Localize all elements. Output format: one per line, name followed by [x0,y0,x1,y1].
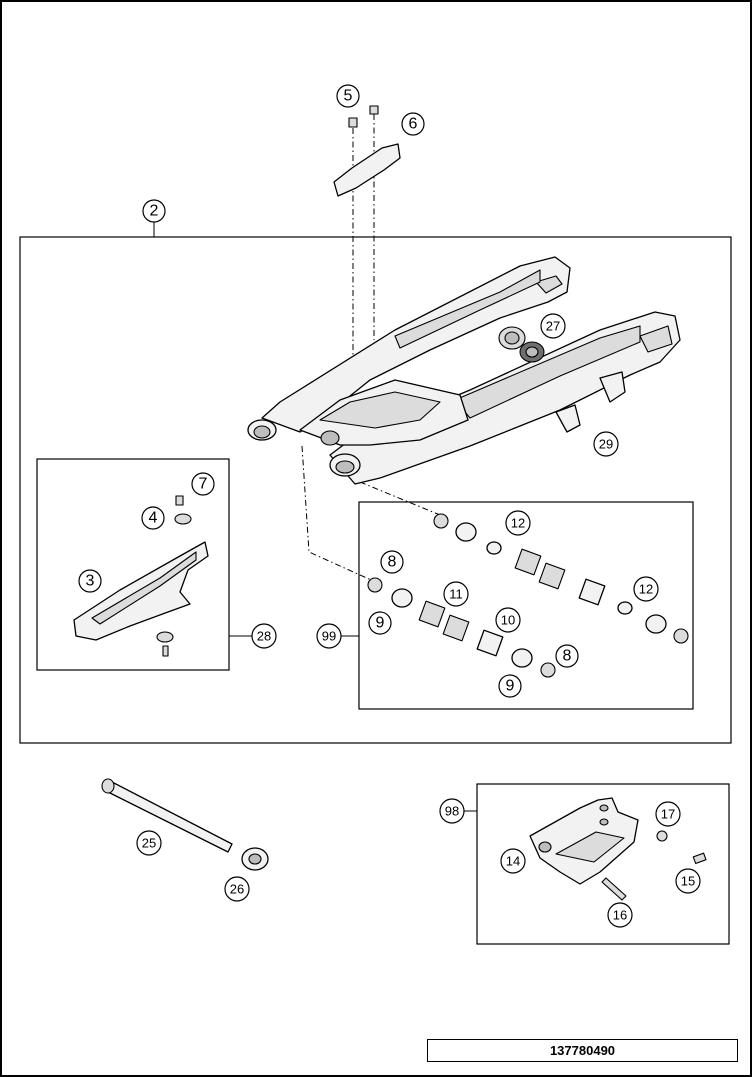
svg-text:12: 12 [639,582,653,597]
callout-16: 16 [607,902,633,928]
callout-6: 6 [401,112,425,136]
callout-29: 29 [593,431,619,457]
axis-line-pivot-left [301,445,381,585]
callout-2: 2 [142,199,166,223]
svg-text:14: 14 [506,854,520,869]
svg-text:26: 26 [230,882,244,897]
callout-14: 14 [500,848,526,874]
callout-8b: 8 [555,644,579,668]
svg-text:29: 29 [599,437,613,452]
part-6-guide-block [333,143,401,197]
svg-text:6: 6 [409,116,418,133]
reference-number: 137780490 [427,1039,738,1062]
svg-text:9: 9 [376,615,385,632]
svg-text:5: 5 [344,88,353,105]
axis-line-pivot-right [359,481,441,516]
part-17-nut [656,830,668,842]
part-5-bolt [348,105,379,128]
svg-text:17: 17 [661,807,675,822]
svg-text:10: 10 [501,613,515,628]
svg-text:16: 16 [613,908,627,923]
callout-17: 17 [655,801,681,827]
callout-3: 3 [78,569,102,593]
svg-text:3: 3 [86,573,95,590]
svg-text:4: 4 [149,510,158,527]
callout-12a: 12 [505,510,531,536]
svg-text:12: 12 [511,516,525,531]
callout-4: 4 [141,506,165,530]
frame-swingarm-2 [19,236,732,744]
part-15-bolt [692,852,707,865]
callout-98: 98 [439,798,465,824]
part-7-screw [175,495,184,506]
callout-25: 25 [136,830,162,856]
callout-5: 5 [336,84,360,108]
frame-chain-guide-98 [476,783,730,945]
svg-text:28: 28 [257,629,271,644]
part-4-washer [174,513,192,525]
callout-12b: 12 [633,576,659,602]
svg-text:99: 99 [322,629,336,644]
callout-28: 28 [251,623,277,649]
callout-11: 11 [443,581,469,607]
callout-9a: 9 [368,611,392,635]
callout-10: 10 [495,607,521,633]
callout-99: 99 [316,623,342,649]
frame-bearing-kit-99 [358,501,694,710]
callout-9b: 9 [498,674,522,698]
svg-text:98: 98 [445,804,459,819]
svg-text:27: 27 [546,319,560,334]
svg-text:15: 15 [681,874,695,889]
svg-text:25: 25 [142,836,156,851]
callout-8a: 8 [380,550,404,574]
frame-chain-slider-28 [36,458,230,671]
swingarm [247,256,681,485]
part-25-axle [103,781,233,853]
callout-26: 26 [224,876,250,902]
svg-text:7: 7 [199,476,208,493]
callout-27: 27 [540,313,566,339]
part-16-pin [601,877,627,901]
svg-text:2: 2 [150,203,159,220]
svg-text:9: 9 [506,678,515,695]
callout-7: 7 [191,472,215,496]
bearing-kit [367,513,689,678]
svg-text:11: 11 [449,587,463,602]
svg-text:8: 8 [563,648,572,665]
callout-15: 15 [675,868,701,894]
svg-text:8: 8 [388,554,397,571]
